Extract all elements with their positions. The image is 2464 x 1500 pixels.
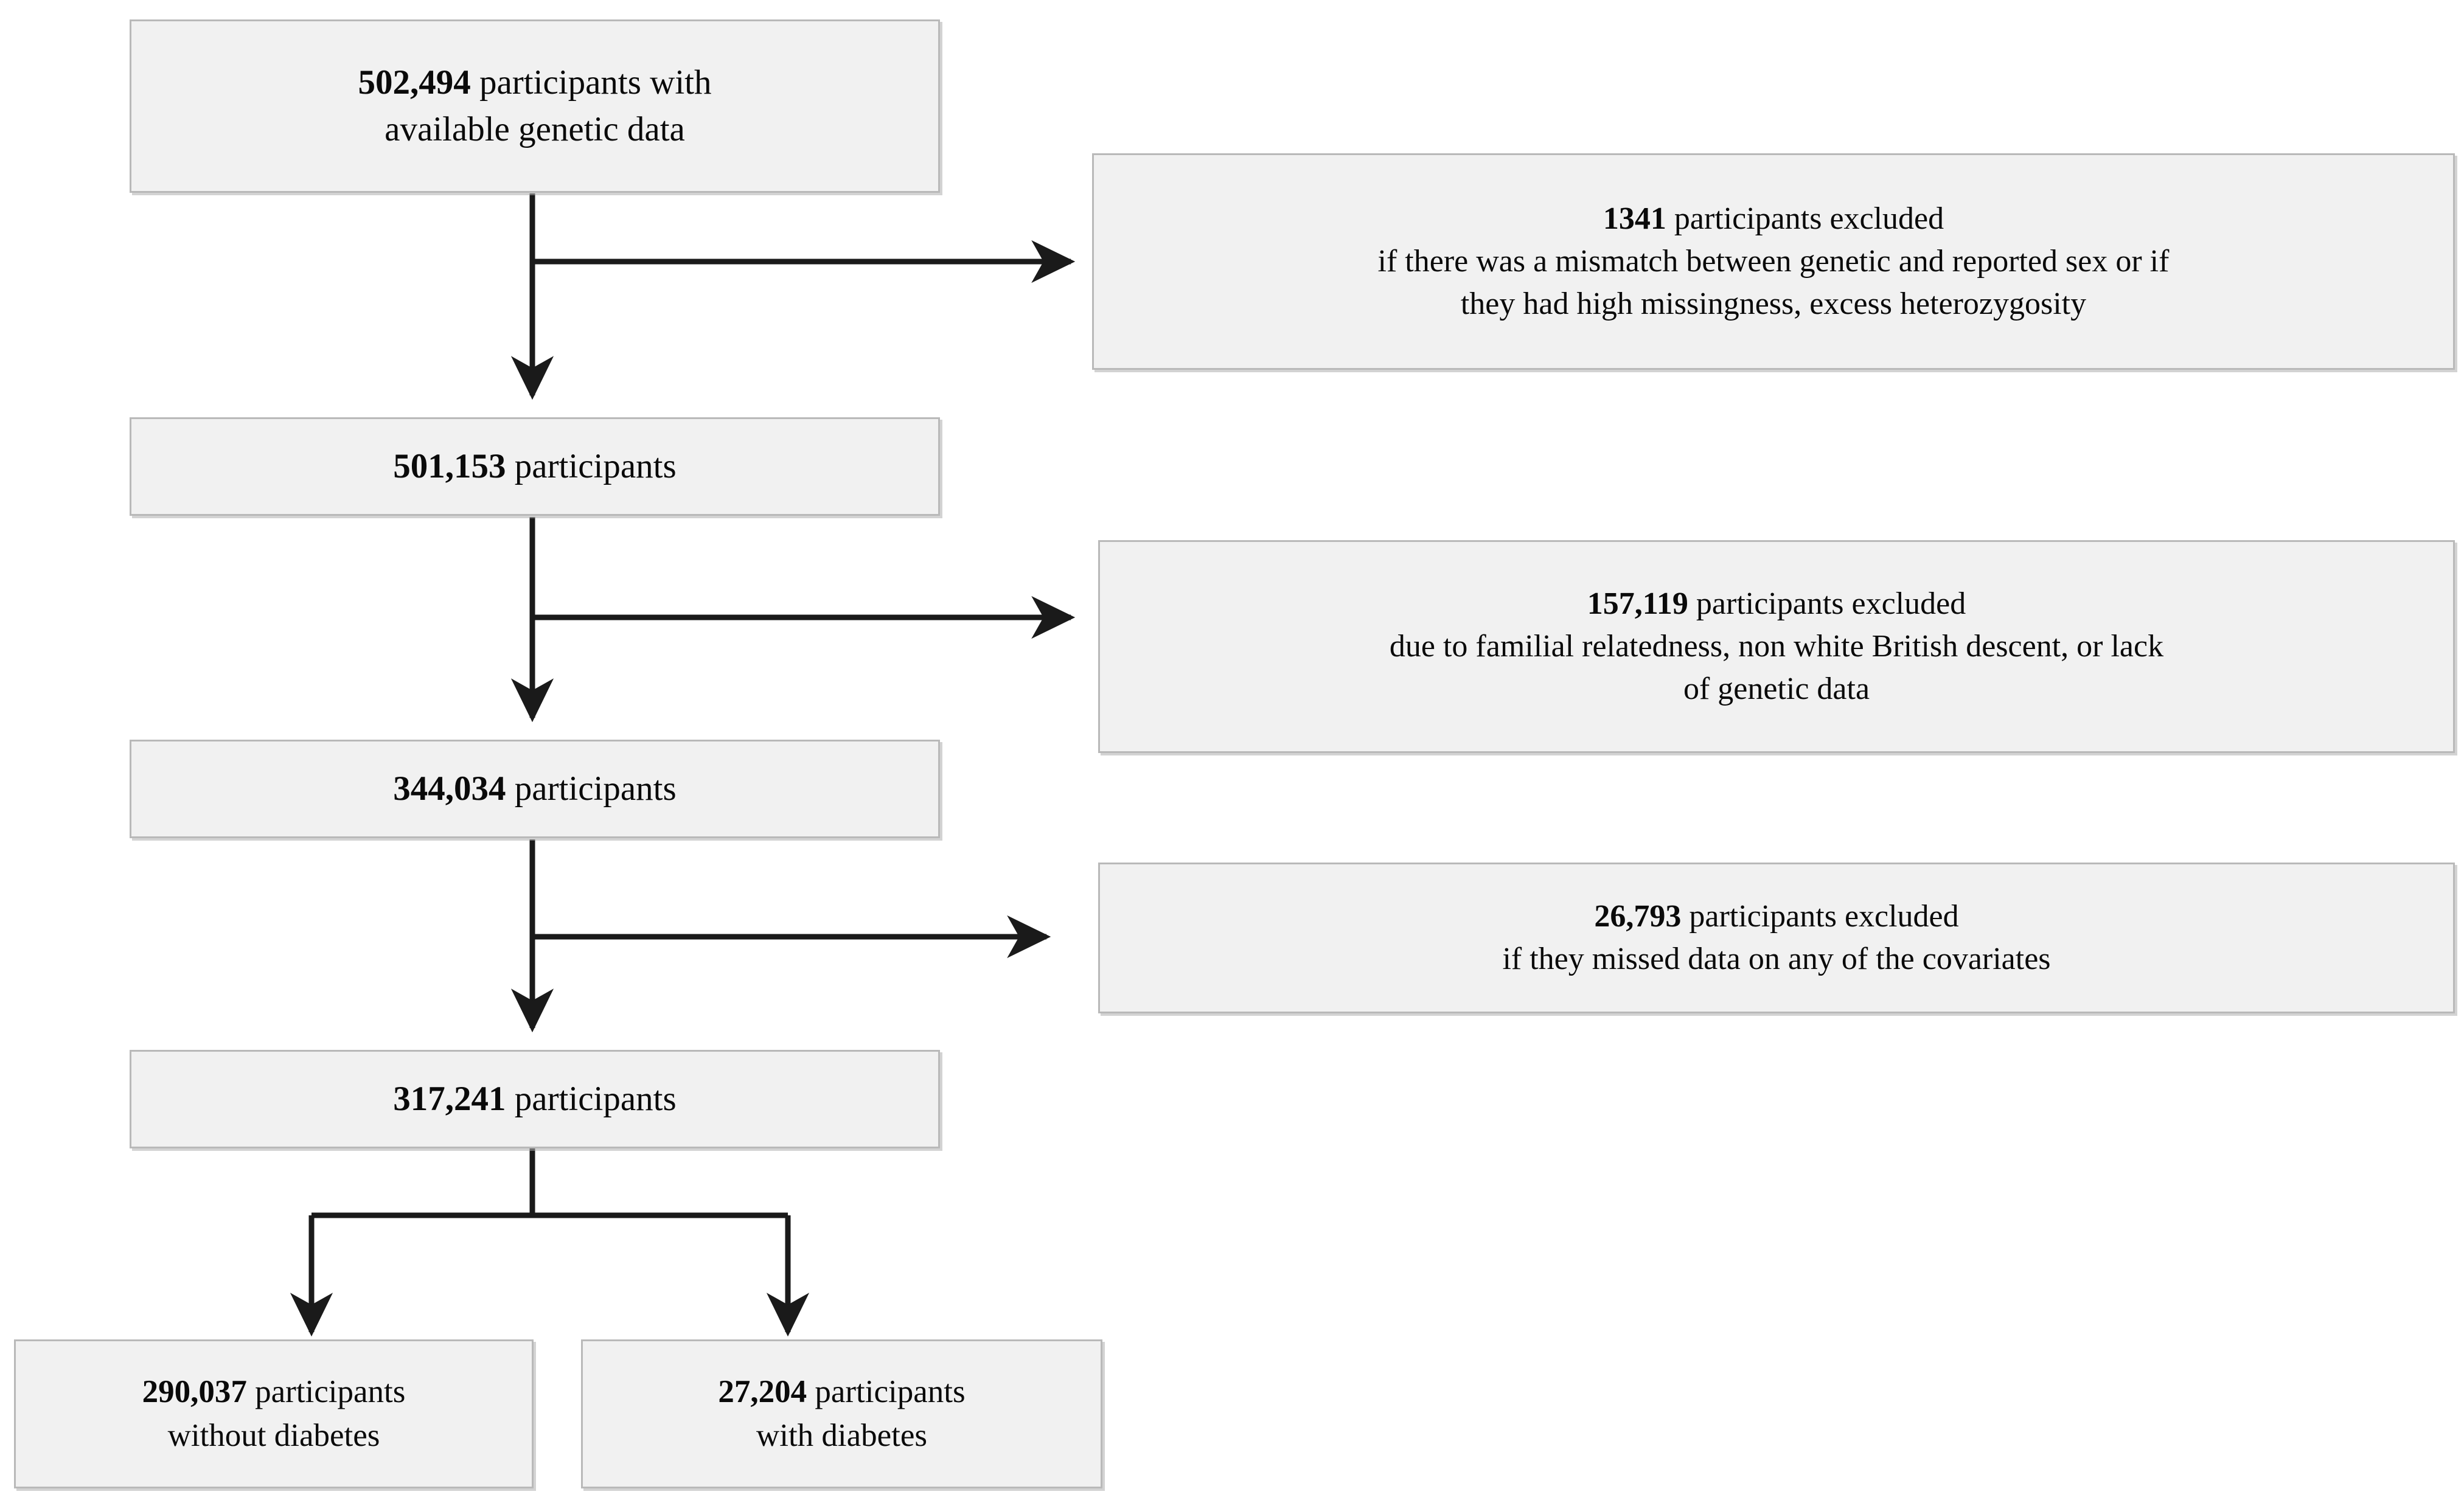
node-total-line2: available genetic data: [385, 109, 685, 148]
terminal-no-diabetes-line1-rest: participants: [246, 1374, 406, 1410]
connector-stage-2: [510, 517, 1076, 723]
exclusion-relatedness: 157,119 participants excluded due to fam…: [1098, 540, 2455, 753]
node-total-participants: 502,494 participants with available gene…: [130, 19, 940, 193]
terminal-no-diabetes-line2: without diabetes: [167, 1417, 380, 1453]
exclusion-covariates-count: 26,793: [1594, 899, 1682, 934]
terminal-no-diabetes-count: 290,037: [142, 1374, 247, 1410]
connector-stage-4-split: [290, 1148, 810, 1337]
exclusion-genetic-qc-line1: 1341 participants excluded: [1603, 198, 1944, 240]
node-after-relatedness-count: 344,034: [393, 769, 506, 808]
node-after-covariates-count: 317,241: [393, 1079, 506, 1118]
exclusion-relatedness-line1-rest: participants excluded: [1688, 586, 1966, 622]
node-total-count: 502,494: [358, 63, 471, 102]
exclusion-relatedness-line2: due to familial relatedness, non white B…: [1389, 629, 2164, 664]
node-after-covariates-line1: 317,241 participants: [393, 1076, 676, 1122]
exclusion-genetic-qc-line1-rest: participants excluded: [1666, 201, 1944, 237]
terminal-diabetes-line2: with diabetes: [756, 1417, 928, 1453]
node-total-line1-rest: participants with: [470, 63, 712, 102]
connector-stage-1: [510, 193, 1076, 400]
node-after-relatedness: 344,034 participants: [130, 740, 940, 838]
exclusion-covariates: 26,793 participants excluded if they mis…: [1098, 863, 2455, 1013]
node-after-covariates-line1-rest: participants: [506, 1079, 677, 1118]
node-after-qc-line1: 501,153 participants: [393, 443, 676, 490]
terminal-no-diabetes: 290,037 participants without diabetes: [14, 1339, 534, 1488]
node-total-line1: 502,494 participants with: [358, 60, 712, 106]
exclusion-relatedness-count: 157,119: [1587, 586, 1688, 622]
node-after-relatedness-line1-rest: participants: [506, 769, 677, 808]
exclusion-genetic-qc-line3: they had high missingness, excess hetero…: [1460, 286, 2087, 321]
terminal-diabetes-line1: 27,204 participants: [718, 1370, 965, 1414]
exclusion-covariates-line1: 26,793 participants excluded: [1594, 895, 1958, 938]
exclusion-relatedness-line1: 157,119 participants excluded: [1587, 583, 1966, 625]
node-after-qc-count: 501,153: [393, 446, 506, 485]
exclusion-genetic-qc: 1341 participants excluded if there was …: [1092, 153, 2455, 370]
exclusion-genetic-qc-line2: if there was a mismatch between genetic …: [1377, 244, 2170, 279]
terminal-no-diabetes-line1: 290,037 participants: [142, 1370, 406, 1414]
node-after-qc-line1-rest: participants: [506, 446, 677, 485]
exclusion-relatedness-line3: of genetic data: [1683, 671, 1870, 706]
node-after-qc: 501,153 participants: [130, 417, 940, 516]
terminal-diabetes-count: 27,204: [718, 1374, 807, 1410]
terminal-diabetes-line1-rest: participants: [807, 1374, 966, 1410]
node-after-relatedness-line1: 344,034 participants: [393, 766, 676, 812]
exclusion-covariates-line1-rest: participants excluded: [1681, 899, 1959, 934]
node-after-covariates: 317,241 participants: [130, 1050, 940, 1148]
connector-stage-3: [510, 839, 1051, 1033]
terminal-diabetes: 27,204 participants with diabetes: [581, 1339, 1102, 1488]
exclusion-covariates-line2: if they missed data on any of the covari…: [1502, 942, 2051, 976]
exclusion-genetic-qc-count: 1341: [1603, 201, 1666, 237]
